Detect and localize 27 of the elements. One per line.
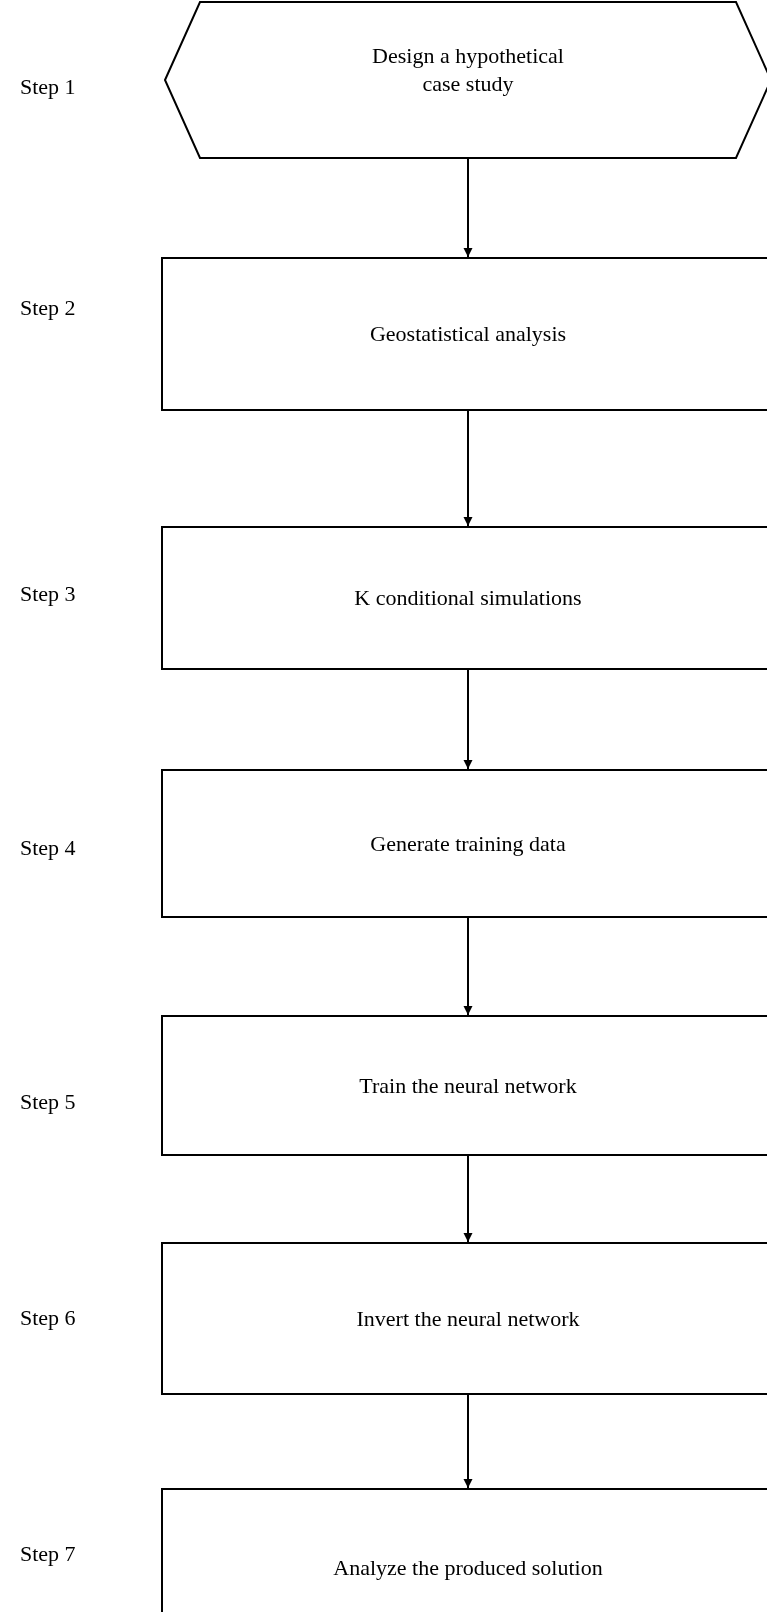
step-label: Step 7 bbox=[20, 1541, 76, 1567]
arrow bbox=[463, 669, 473, 770]
arrow bbox=[463, 158, 473, 258]
step-label: Step 4 bbox=[20, 835, 76, 861]
process-box bbox=[161, 1242, 767, 1395]
arrow bbox=[463, 1394, 473, 1489]
box-text: Design a hypothetical case study bbox=[371, 42, 565, 98]
process-box bbox=[161, 257, 767, 411]
hexagon-box bbox=[164, 1, 767, 159]
box-text: Analyze the produced solution bbox=[332, 1554, 604, 1582]
box-text: Invert the neural network bbox=[355, 1304, 581, 1333]
box-text: Train the neural network bbox=[358, 1071, 578, 1100]
step-label: Step 1 bbox=[20, 74, 76, 100]
box-text: Geostatistical analysis bbox=[368, 320, 568, 348]
box-text: K conditional simulations bbox=[353, 584, 583, 612]
process-box bbox=[161, 1488, 767, 1612]
box-text: Generate training data bbox=[369, 829, 567, 858]
step-label: Step 6 bbox=[20, 1305, 76, 1331]
process-box bbox=[161, 526, 767, 670]
step-label: Step 3 bbox=[20, 581, 76, 607]
arrow bbox=[463, 1155, 473, 1243]
process-box bbox=[161, 1015, 767, 1156]
process-box bbox=[161, 769, 767, 918]
arrow bbox=[463, 410, 473, 527]
step-label: Step 5 bbox=[20, 1089, 76, 1115]
step-label: Step 2 bbox=[20, 295, 76, 321]
arrow bbox=[463, 917, 473, 1016]
